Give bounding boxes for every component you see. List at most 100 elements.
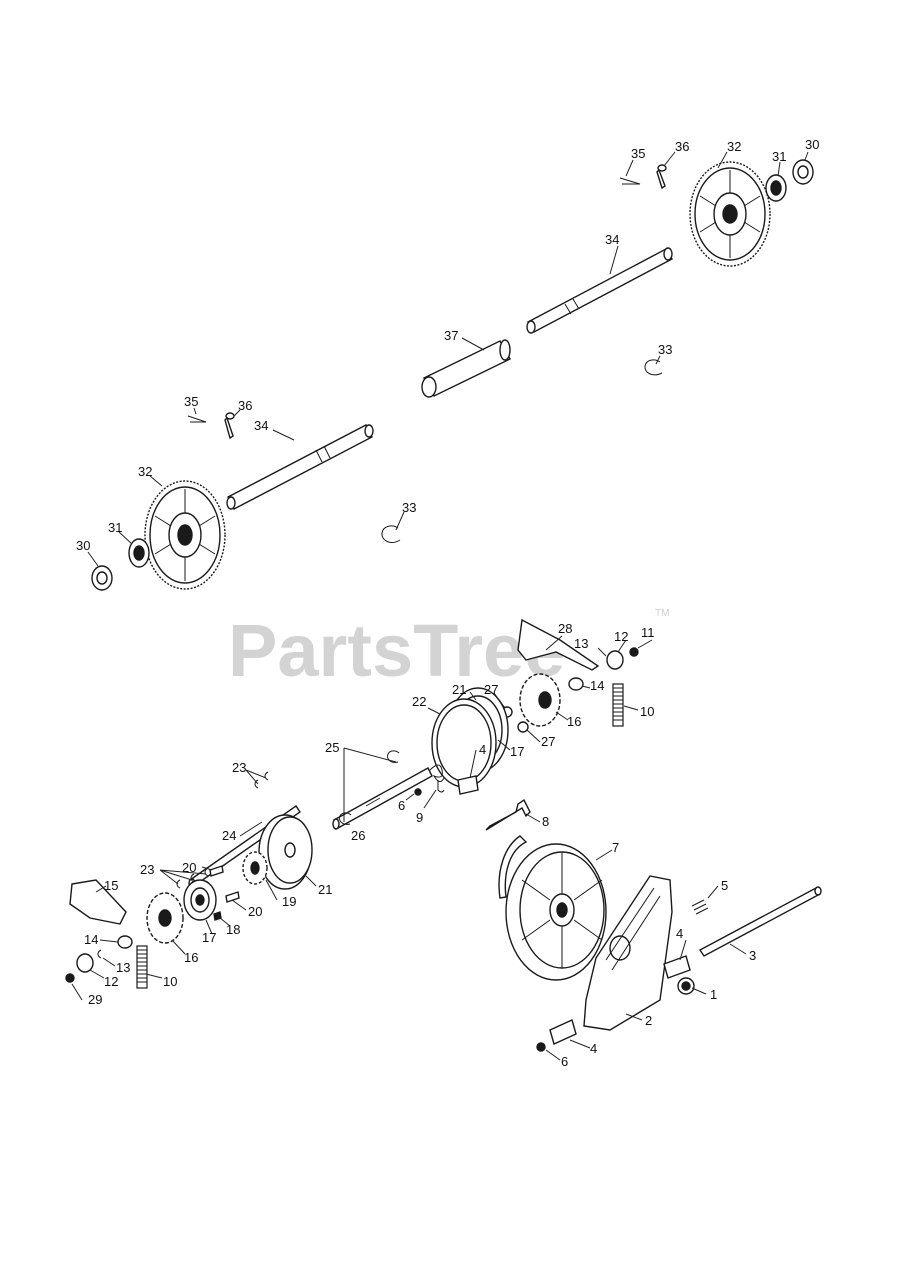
callout-12-lower: 12 (104, 974, 118, 989)
callout-30-left: 30 (76, 538, 90, 553)
callout-15: 15 (104, 878, 118, 893)
hairpin-35-right (619, 177, 641, 185)
callout-18: 18 (226, 922, 240, 937)
callout-25: 25 (325, 740, 339, 755)
callout-13-upper: 13 (574, 636, 588, 651)
callout-37: 37 (444, 328, 458, 343)
hairpin-35-left (187, 415, 207, 423)
clip-25-a (387, 750, 400, 763)
callout-20-b: 20 (248, 904, 262, 919)
bracket-28 (517, 618, 600, 671)
bushing-4-right (663, 955, 691, 979)
washer-30-left (91, 565, 113, 591)
callout-36-right: 36 (675, 139, 689, 154)
callout-17-upper: 17 (510, 744, 524, 759)
callout-8: 8 (542, 814, 549, 829)
callout-32-right: 32 (727, 139, 741, 154)
frame-2-flange (605, 887, 661, 971)
callout-7: 7 (612, 840, 619, 855)
washer-30-right (792, 159, 814, 185)
callout-23-upper: 23 (232, 760, 246, 775)
callout-32-left: 32 (138, 464, 152, 479)
bearing-12-lower (76, 953, 94, 973)
spring-5 (691, 899, 709, 915)
callout-21-upper: 21 (452, 682, 466, 697)
callout-26: 26 (351, 828, 365, 843)
bracket-15 (69, 879, 127, 925)
clip-25-b (339, 812, 352, 825)
callout-labels: 35 36 32 31 30 34 37 33 35 36 34 32 31 3… (76, 137, 819, 1069)
callout-11: 11 (641, 625, 655, 640)
sprocket-16-upper (519, 673, 561, 727)
callout-12-upper: 12 (614, 629, 628, 644)
callout-27-a: 27 (484, 682, 498, 697)
tube-37 (421, 339, 511, 398)
callout-1: 1 (710, 987, 717, 1002)
callout-9: 9 (416, 810, 423, 825)
clevis-pin-36-left (224, 412, 235, 440)
nut-6-upper (414, 788, 422, 796)
nut-6-lower (536, 1042, 546, 1052)
spring-10-lower (136, 945, 148, 989)
frame-2-hole (609, 935, 631, 961)
callout-13-lower: 13 (116, 960, 130, 975)
callout-27-b: 27 (541, 734, 555, 749)
clip-23-upper (254, 771, 269, 789)
callout-28: 28 (558, 621, 572, 636)
sprocket-16-lower (146, 892, 184, 944)
friction-ring-22 (431, 698, 497, 788)
spring-10-upper (612, 683, 624, 727)
callout-24: 24 (222, 828, 236, 843)
axle-34-right (526, 247, 673, 334)
callout-23-lower: 23 (140, 862, 154, 877)
pulley-21-lower (258, 814, 313, 890)
callout-4-right: 4 (676, 926, 683, 941)
callout-35-left: 35 (184, 394, 198, 409)
clevis-pin-36-right (656, 164, 667, 190)
lever-8-arm (498, 835, 528, 899)
washer-14-upper (568, 677, 584, 691)
callout-22: 22 (412, 694, 426, 709)
callout-30-right: 30 (805, 137, 819, 152)
callout-2: 2 (645, 1013, 652, 1028)
callout-6-lower: 6 (561, 1054, 568, 1069)
callout-10-lower: 10 (163, 974, 177, 989)
callout-17-lower: 17 (202, 930, 216, 945)
bearing-31-right (765, 174, 787, 202)
wheel-7 (505, 843, 607, 981)
bushing-4-lower (549, 1019, 577, 1045)
callout-16-upper: 16 (567, 714, 581, 729)
bearing-12-upper (606, 650, 624, 670)
callout-34-right: 34 (605, 232, 619, 247)
callout-5: 5 (721, 878, 728, 893)
gear-32-right (689, 161, 771, 267)
screw-18 (213, 911, 222, 921)
lever-8 (485, 798, 531, 831)
bushing-4-upper (457, 775, 479, 795)
callout-36-left: 36 (238, 398, 252, 413)
hub-19 (242, 851, 268, 885)
watermark-tm: TM (655, 608, 669, 619)
retainer-ring-33-left (381, 525, 401, 543)
callout-33-left: 33 (402, 500, 416, 515)
callout-31-left: 31 (108, 520, 122, 535)
callout-29: 29 (88, 992, 102, 1007)
rod-3 (698, 886, 822, 957)
washer-14-lower (117, 935, 133, 949)
retainer-ring-33-right (644, 359, 663, 376)
bolt-29 (65, 973, 75, 983)
callout-20-a: 20 (182, 860, 196, 875)
nut-1-core (681, 981, 691, 991)
callout-4-upper: 4 (479, 742, 486, 757)
torsion-spring-9 (429, 764, 445, 793)
nut-11 (629, 647, 639, 657)
callout-6-upper: 6 (398, 798, 405, 813)
callout-3: 3 (749, 948, 756, 963)
callout-31-right: 31 (772, 149, 786, 164)
callout-4-lower: 4 (590, 1041, 597, 1056)
carrier-17-lower (183, 879, 217, 921)
gear-32-left (144, 480, 226, 590)
callout-14-upper: 14 (590, 678, 604, 693)
bolt-20-a (209, 865, 224, 877)
